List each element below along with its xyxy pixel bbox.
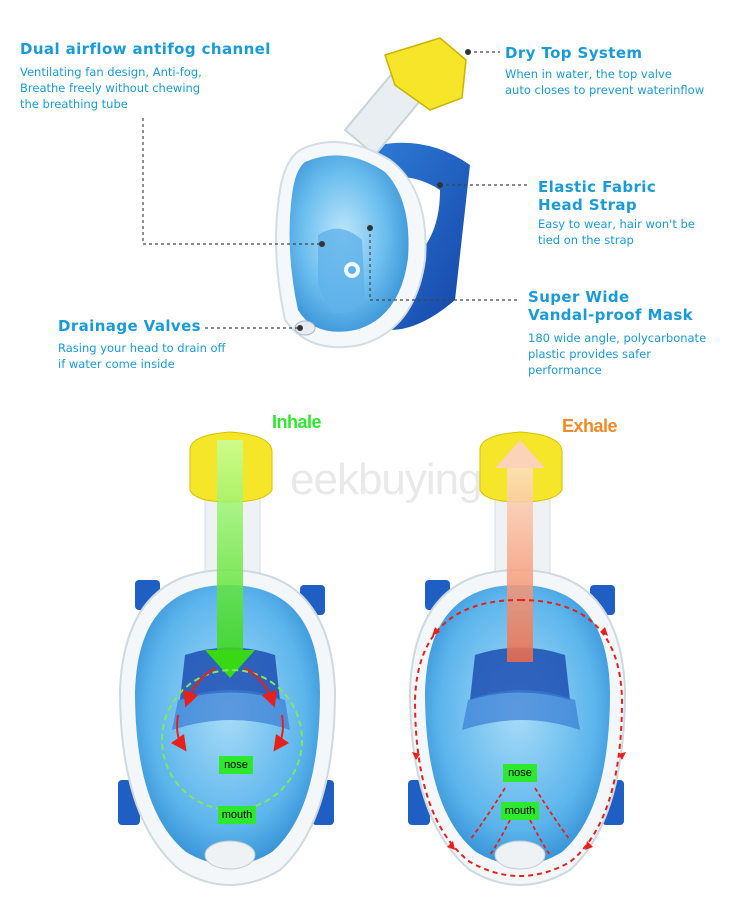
mask-title: Super Wide Vandal-proof Mask [528,288,693,324]
strap-desc-line: tied on the strap [538,233,634,247]
drainage-desc-line: if water come inside [58,357,175,371]
strap-title: Elastic Fabric Head Strap [538,178,656,214]
mask-desc-line: plastic provides safer [528,347,651,361]
airflow-desc: Ventilating fan design, Anti-fog, Breath… [20,64,202,112]
breathing-diagram [118,431,627,886]
mask-product-illustration [142,37,530,349]
strap-desc-line: Easy to wear, hair won't be [538,217,695,231]
mask-title-line: Vandal-proof Mask [528,306,694,324]
strap-title-line: Elastic Fabric [538,178,657,196]
inhale-mask [118,431,337,886]
inhale-mouth-tag: mouth [218,806,256,824]
airflow-desc-line: Breathe freely without chewing [20,81,201,95]
airflow-desc-line: the breathing tube [20,97,128,111]
dry-top-desc-line: When in water, the top valve [505,67,672,81]
inhale-label: Inhale [272,412,322,432]
dry-top-desc: When in water, the top valve auto closes… [505,66,704,98]
drainage-desc-line: Rasing your head to drain off [58,341,226,355]
strap-desc: Easy to wear, hair won't be tied on the … [538,216,695,248]
exhale-nose-tag: nose [503,764,537,782]
mask-desc-line: 180 wide angle, polycarbonate [528,331,707,345]
features-section: Dual airflow antifog channel Ventilating… [0,0,740,400]
exhale-mouth-tag: mouth [501,802,539,820]
strap-title-line: Head Strap [538,196,638,214]
mask-desc-line: performance [528,363,602,377]
drainage-desc: Rasing your head to drain off if water c… [58,340,225,372]
breathing-section: eekbuying [0,400,740,915]
airflow-desc-line: Ventilating fan design, Anti-fog, [20,65,202,79]
mask-desc: 180 wide angle, polycarbonate plastic pr… [528,330,706,378]
airflow-title: Dual airflow antifog channel [20,40,271,58]
exhale-label: Exhale [562,416,618,436]
drainage-title: Drainage Valves [58,317,201,335]
dry-top-title: Dry Top System [505,44,643,62]
watermark-text: eekbuying [290,455,483,504]
dry-top-desc-line: auto closes to prevent waterinflow [505,83,705,97]
inhale-nose-tag: nose [219,756,253,774]
exhale-mask [408,431,627,886]
mask-title-line: Super Wide [528,288,630,306]
